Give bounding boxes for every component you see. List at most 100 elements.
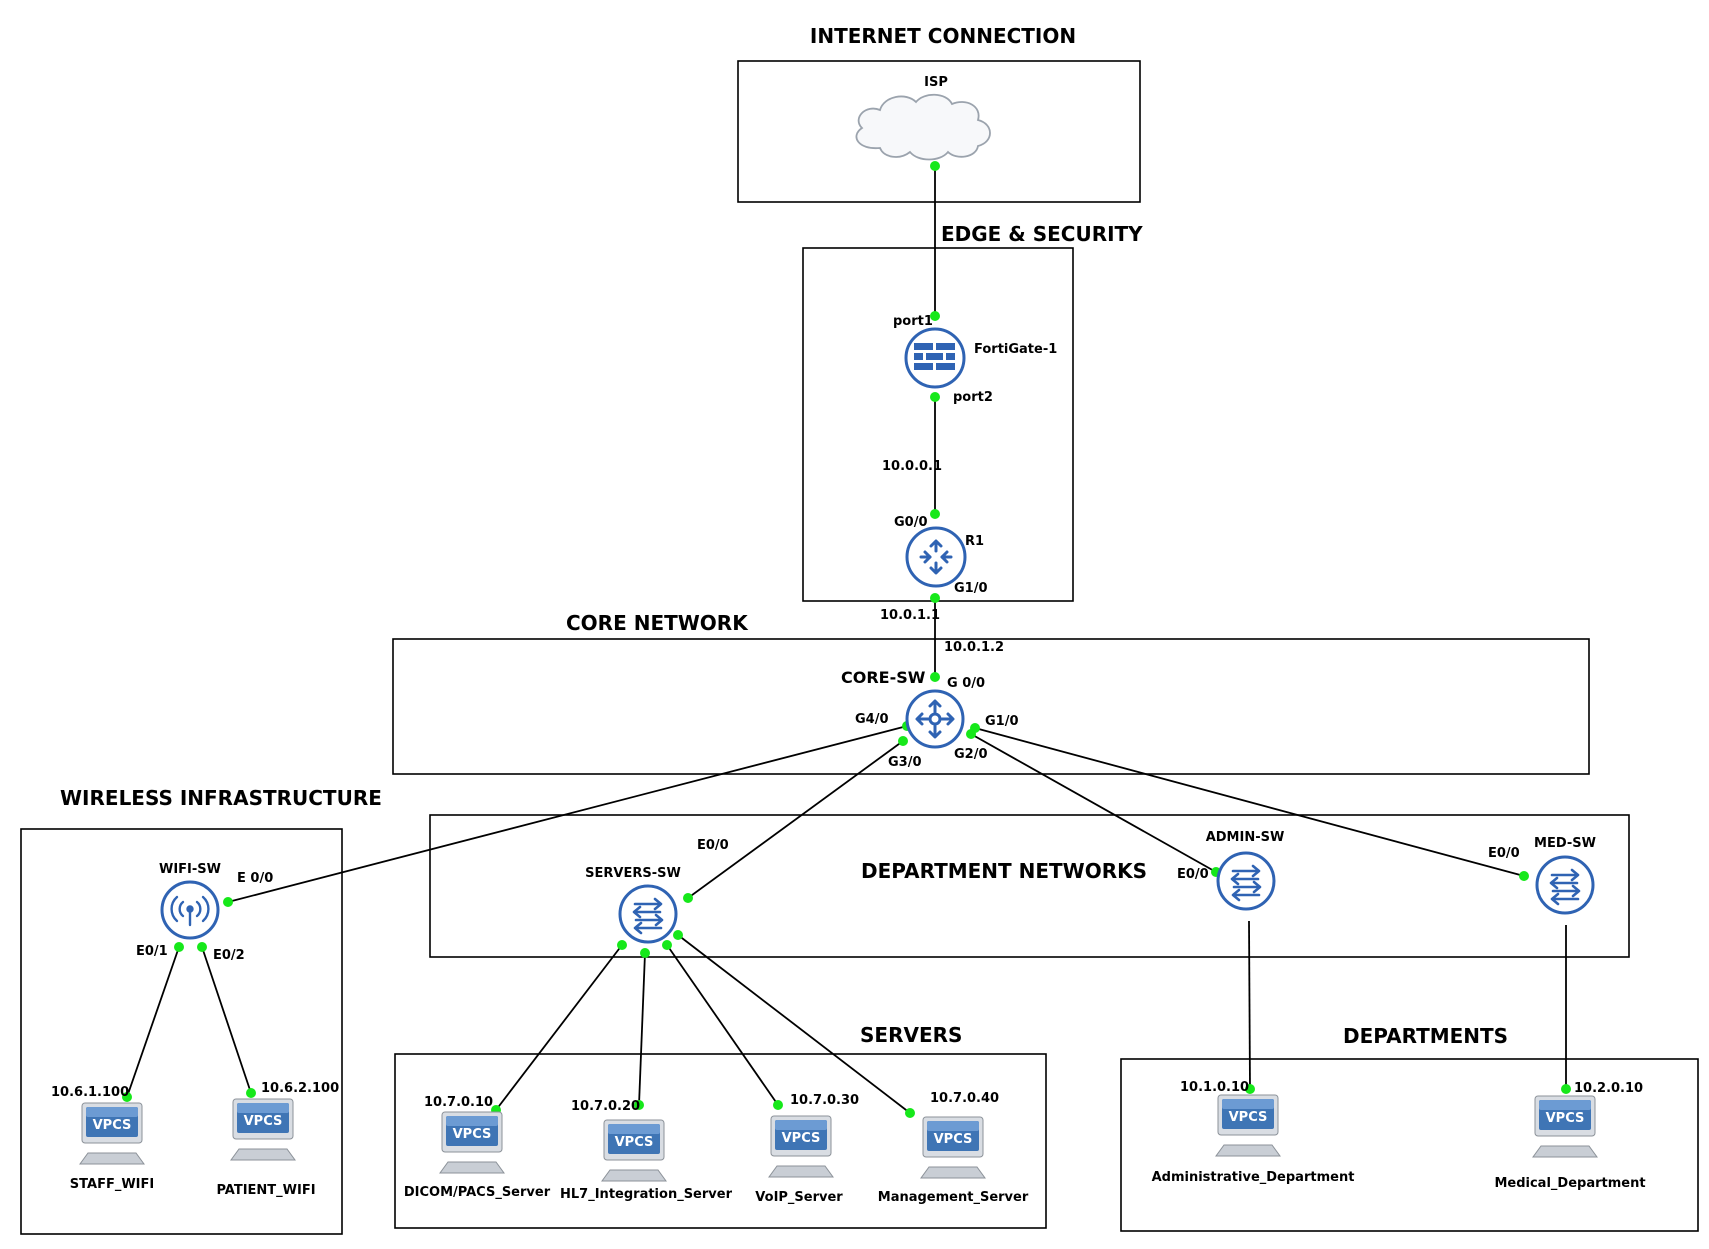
router-arrows-glyph: [919, 539, 953, 575]
link-core-wifi: [227, 725, 908, 903]
brick-wall-glyph: [914, 343, 955, 370]
admin-sw-label: ADMIN-SW: [1206, 830, 1285, 845]
multilayer-switch-glyph: [915, 699, 955, 739]
link-wifi-staff: [126, 946, 180, 1098]
port-label: G4/0: [855, 712, 889, 727]
switch-arrows-glyph: [632, 897, 664, 935]
vpcs-patient-wifi[interactable]: VPCS PATIENT_WIFI: [216, 1098, 316, 1198]
switch-arrows-glyph: [1549, 868, 1581, 906]
host-label: PATIENT_WIFI: [216, 1183, 315, 1198]
link-endpoint-dots: [122, 161, 1571, 1118]
internet-zone-box: [737, 60, 1141, 203]
ip-label: 10.2.0.10: [1574, 1081, 1643, 1096]
ip-label: 10.6.2.100: [261, 1081, 339, 1096]
vpcs-badge: VPCS: [1546, 1111, 1585, 1126]
vpcs-badge: VPCS: [453, 1127, 492, 1142]
computer-base: [601, 1169, 667, 1182]
router-r1[interactable]: R1: [905, 526, 984, 588]
vpcs-med-dept[interactable]: VPCS Medical_Department: [1494, 1095, 1646, 1191]
dot-med-e00: [1519, 871, 1529, 881]
link-servers-hl7: [638, 952, 646, 1106]
port-label: G1/0: [985, 714, 1019, 729]
r1-label: R1: [965, 534, 984, 549]
wifi-antenna-glyph: [170, 895, 210, 927]
monitor-highlight: [775, 1120, 827, 1130]
wifi-sw-label: WIFI-SW: [159, 862, 221, 877]
port-label: E0/2: [213, 948, 245, 963]
vpcs-badge: VPCS: [615, 1135, 654, 1150]
multilayer-switch-icon: [905, 689, 965, 749]
link-servers-mgmt: [677, 934, 911, 1114]
port-label: E 0/0: [237, 871, 273, 886]
host-label: HL7_Integration_Server: [560, 1187, 733, 1202]
switch-icon: [618, 884, 678, 944]
internet-zone-title: INTERNET CONNECTION: [810, 24, 1076, 48]
computer-base: [1532, 1145, 1598, 1158]
ip-label: 10.1.0.10: [1180, 1080, 1249, 1095]
host-label: Medical_Department: [1494, 1176, 1645, 1191]
vpcs-mgmt[interactable]: VPCS Management_Server: [878, 1116, 1029, 1205]
dot-core-g00: [930, 672, 940, 682]
dot-wifi-e00: [223, 897, 233, 907]
ip-label: 10.7.0.10: [424, 1095, 493, 1110]
link-servers-voip: [666, 944, 779, 1106]
vpcs-admin-dept[interactable]: VPCS Administrative_Department: [1152, 1094, 1355, 1185]
med-switch[interactable]: MED-SW: [1534, 836, 1596, 915]
ip-label: 10.7.0.30: [790, 1093, 859, 1108]
switch-arrows-glyph: [1230, 864, 1262, 902]
port-label: E0/0: [1177, 867, 1209, 882]
wifi-switch[interactable]: WIFI-SW: [159, 862, 221, 940]
ip-label: 10.0.1.1: [880, 608, 940, 623]
vpcs-hl7[interactable]: VPCS HL7_Integration_Server: [560, 1119, 733, 1202]
servers-sw-label: SERVERS-SW: [585, 866, 681, 881]
servers-switch[interactable]: SERVERS-SW: [585, 866, 681, 944]
dot-servers-p3: [662, 940, 672, 950]
dot-wifi-e01: [174, 942, 184, 952]
fortigate-firewall[interactable]: FortiGate-1: [904, 327, 1057, 389]
core-zone-box: [392, 638, 1590, 775]
link-admin-pc: [1248, 920, 1251, 1090]
host-label: Administrative_Department: [1152, 1170, 1355, 1185]
vpcs-dicom[interactable]: VPCS DICOM/PACS_Server: [404, 1111, 551, 1200]
computer-base: [1215, 1144, 1281, 1157]
computer-base: [230, 1148, 296, 1161]
host-label: STAFF_WIFI: [70, 1177, 154, 1192]
dot-servers-p2: [640, 948, 650, 958]
monitor-highlight: [1222, 1099, 1274, 1109]
dot-servers-p1: [617, 940, 627, 950]
core-switch[interactable]: CORE-SW: [841, 668, 965, 749]
dot-staff: [122, 1092, 132, 1102]
dot-fortigate-port2: [930, 392, 940, 402]
wireless-zone-title: WIRELESS INFRASTRUCTURE: [60, 786, 382, 810]
admin-switch[interactable]: ADMIN-SW: [1206, 830, 1285, 911]
dot-voip: [773, 1100, 783, 1110]
port-label: port1: [893, 314, 933, 329]
wireless-zone-box: [20, 828, 343, 1235]
ip-label: 10.6.1.100: [51, 1085, 129, 1100]
dot-r1-g10: [930, 593, 940, 603]
port-label: G3/0: [888, 755, 922, 770]
vpcs-staff-wifi[interactable]: VPCS STAFF_WIFI: [70, 1102, 154, 1192]
department-networks-box: [429, 814, 1630, 958]
host-label: VoIP_Server: [755, 1190, 843, 1205]
computer-base: [768, 1165, 834, 1178]
department-networks-title: DEPARTMENT NETWORKS: [861, 859, 1147, 883]
vpcs-voip[interactable]: VPCS VoIP_Server: [755, 1115, 843, 1205]
port-labels: port1 port2 G0/0 G1/0 G 0/0 G1/0 G2/0 G3…: [136, 314, 1520, 963]
med-sw-label: MED-SW: [1534, 836, 1596, 851]
monitor-highlight: [446, 1116, 498, 1126]
vpcs-badge: VPCS: [93, 1118, 132, 1133]
router-icon: [905, 526, 967, 588]
ip-label: 10.0.0.1: [882, 459, 942, 474]
dot-core-g10: [970, 723, 980, 733]
isp-label: ISP: [924, 75, 948, 90]
dot-servers-e00: [683, 893, 693, 903]
vpcs-badge: VPCS: [1229, 1110, 1268, 1125]
monitor-highlight: [1539, 1100, 1591, 1110]
port-label: G2/0: [954, 747, 988, 762]
isp-cloud[interactable]: ISP: [855, 75, 991, 161]
monitor-highlight: [927, 1121, 979, 1131]
servers-zone-box: [394, 1053, 1047, 1229]
monitor-highlight: [237, 1103, 289, 1113]
